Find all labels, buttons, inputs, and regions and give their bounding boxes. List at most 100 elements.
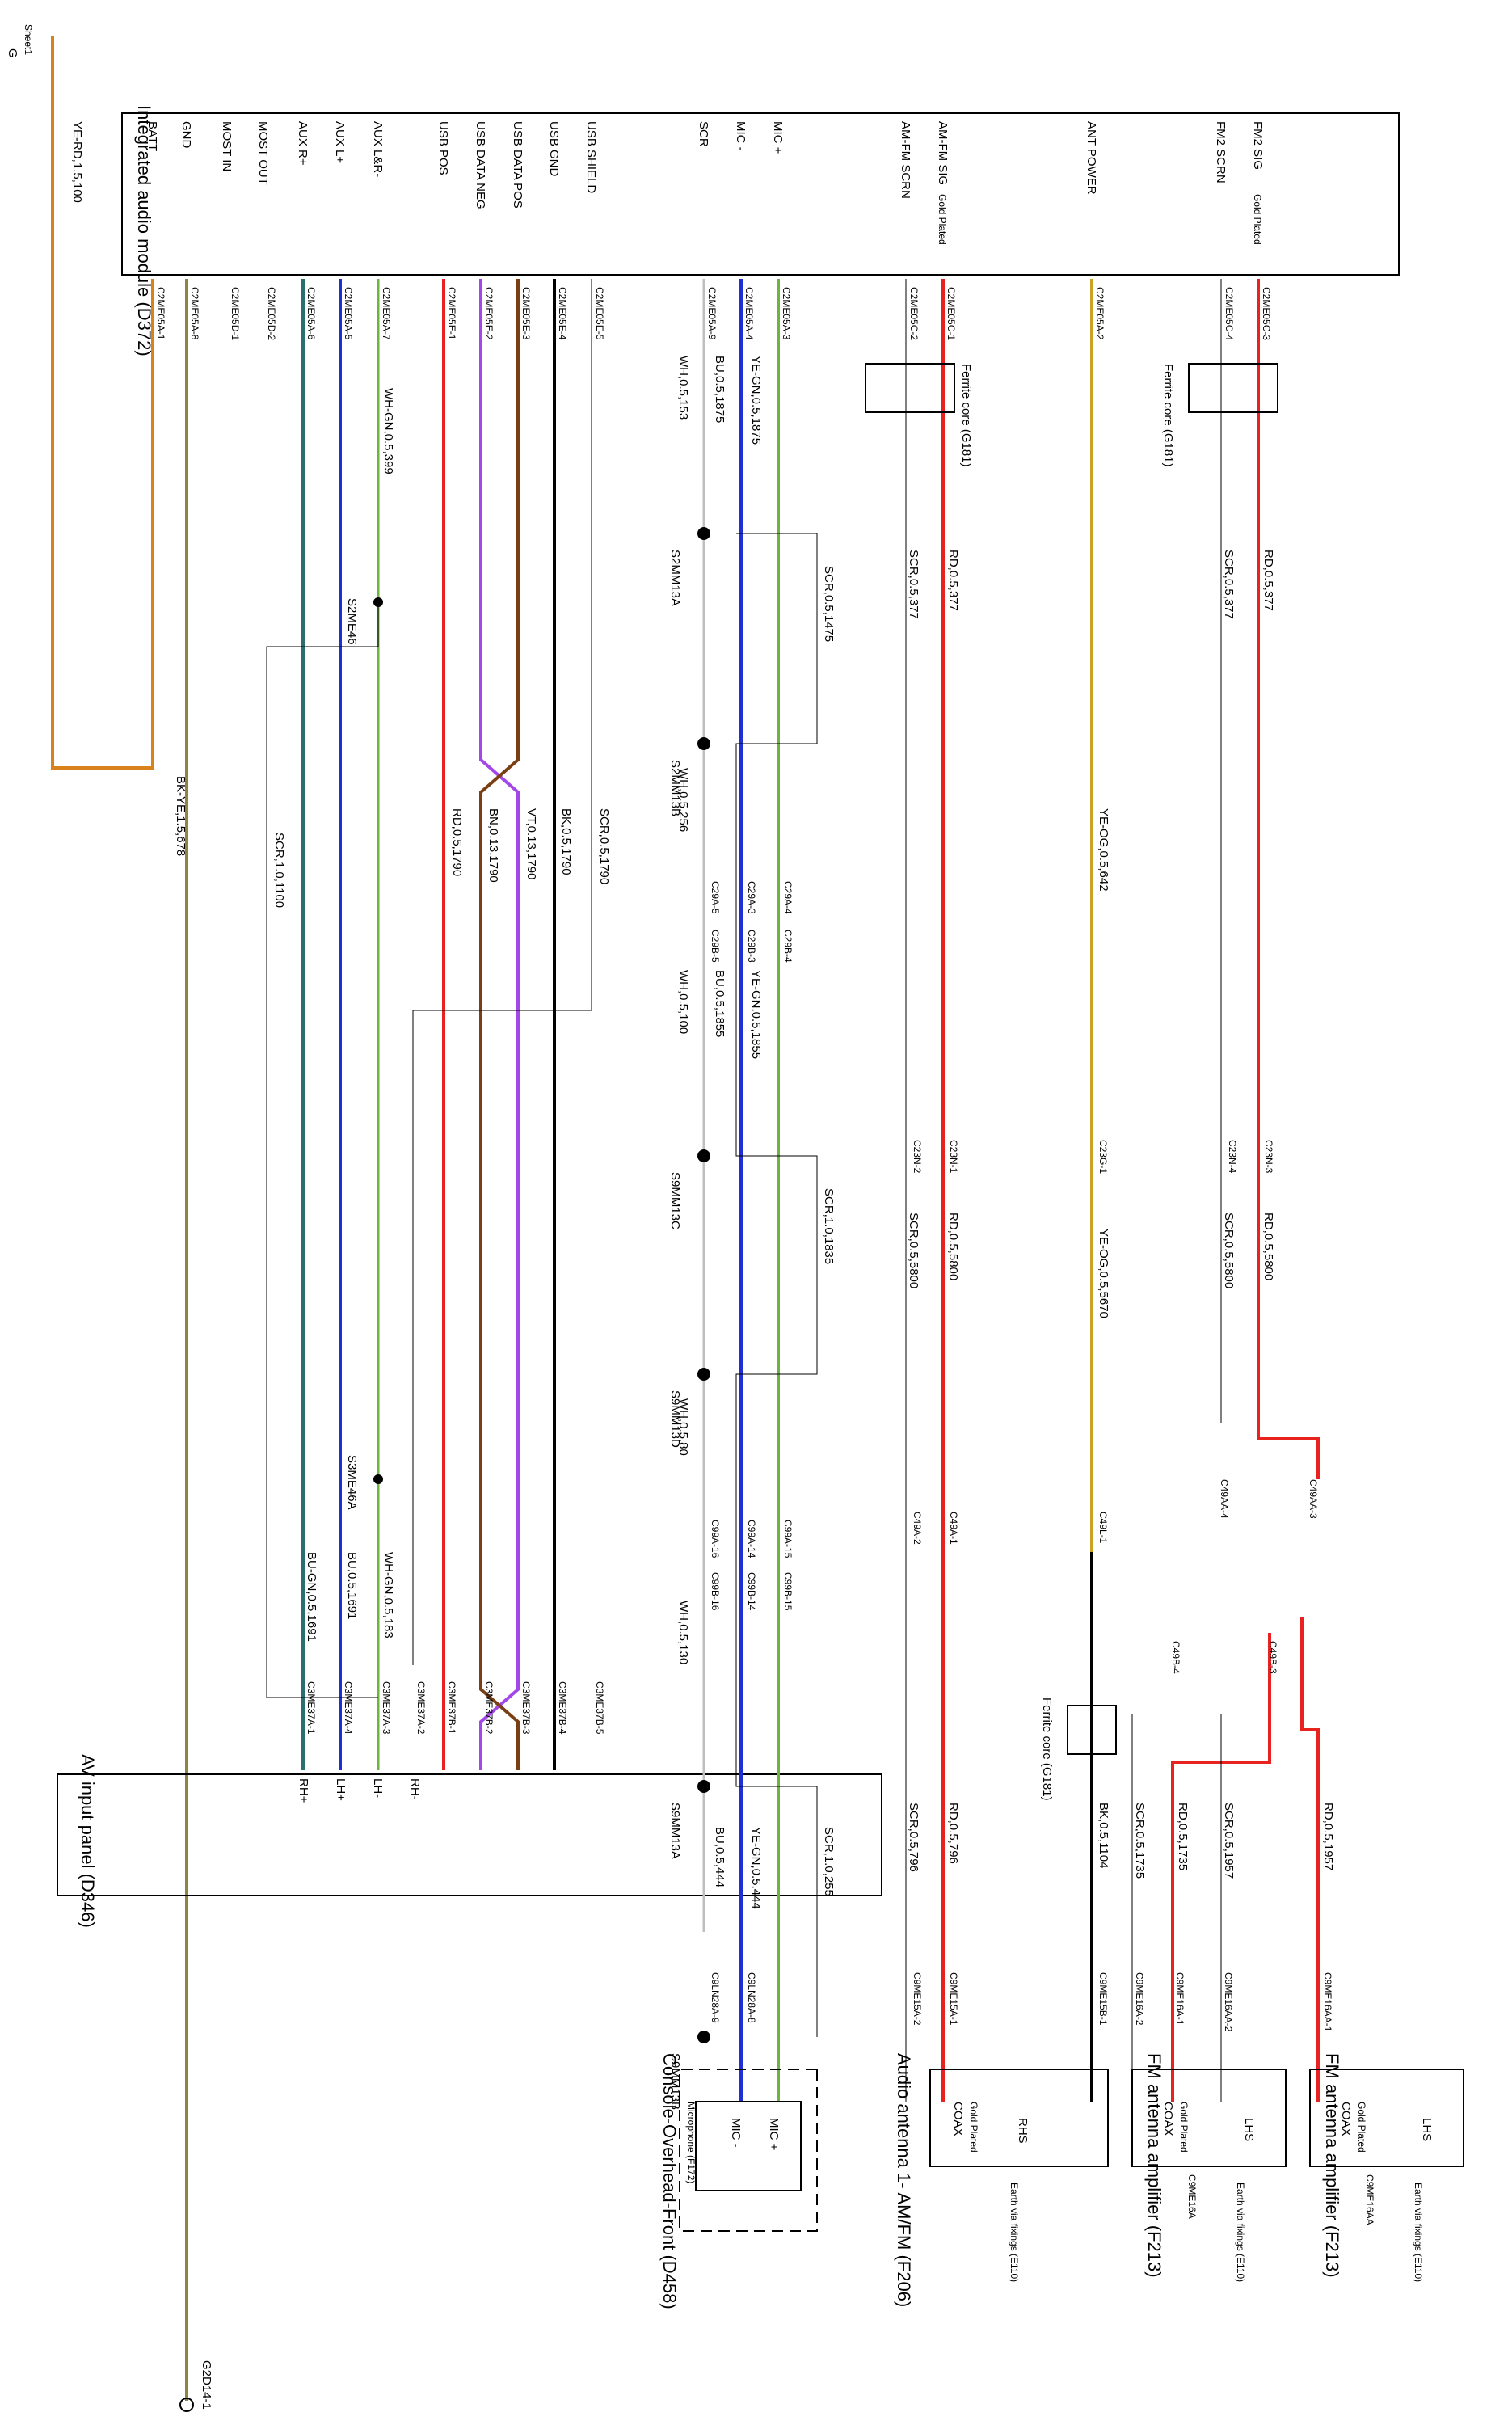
- c99-b16: C99B-16: [710, 1572, 721, 1611]
- iam-pin-name: GND: [179, 121, 193, 149]
- antenna1-gold: Gold Plated: [968, 2102, 979, 2153]
- wh130-label: WH,0.5,130: [676, 1600, 690, 1664]
- c29-a4: C29A-4: [782, 881, 794, 914]
- usb-shield-label: SCR,0.5,1790: [597, 808, 611, 884]
- iam-pin-connector: C2ME05C-2: [908, 287, 920, 340]
- splice-13a-label: S2MM13A: [668, 550, 682, 606]
- wh256-label: WH,0.5,256: [676, 768, 690, 832]
- ant-pwr2-label: YE-OG,0.5,5670: [1097, 1229, 1110, 1318]
- iam-pin-connector: C2ME05E-4: [557, 287, 568, 340]
- splice-aux2-label: S3ME46A: [345, 1455, 359, 1510]
- wire-usb-dpos: [479, 279, 520, 1770]
- fmB-scr-label: SCR,0.5,1957: [1222, 1803, 1236, 1879]
- scr1835-label: SCR,1.0,1835: [822, 1188, 836, 1264]
- c29-b5: C29B-5: [710, 930, 721, 963]
- iam-pin-connector: C2ME05E-2: [483, 287, 495, 340]
- bu1855-label: BU,0.5,1855: [713, 970, 727, 1037]
- iam-pin-name: SCR: [697, 121, 710, 147]
- mic-neg-label: BU,0.5,1875: [713, 356, 727, 423]
- c99-b15: C99B-15: [782, 1572, 794, 1611]
- antenna1-box: [929, 2069, 1109, 2167]
- c23-n1: C23N-1: [948, 1140, 959, 1174]
- av-lh-plus: LH+: [334, 1778, 347, 1801]
- splice-9b-label: S9MM13B: [668, 2053, 682, 2110]
- splice-13c: [697, 1149, 710, 1162]
- yegn444-label: YE-GN,0.5,444: [749, 1827, 763, 1909]
- ampB-earth: Earth via fixings (E110): [1413, 2182, 1424, 2282]
- amfm-sig2-label: RD,0.5,5800: [946, 1212, 960, 1280]
- console-pin-8: C9LN28A-8: [746, 1972, 757, 2023]
- c29-a3: C29A-3: [746, 881, 757, 914]
- iam-pin-connector: C2ME05A-6: [305, 287, 317, 340]
- wh100-label: WH,0.5,100: [676, 970, 690, 1034]
- c99-a14: C99A-14: [746, 1520, 757, 1558]
- iam-pin-name: USB SHIELD: [584, 121, 598, 193]
- antenna1-title: Audio antenna 1- AM/FM (F206): [894, 2053, 914, 2307]
- av-panel-pin: C3ME37B-5: [594, 1681, 605, 1735]
- ampA-title: FM antenna amplifier (F213): [1144, 2053, 1165, 2278]
- ampA-conn: C9ME16A: [1186, 2174, 1198, 2219]
- ant-gnd-label: BK,0.5,1104: [1097, 1803, 1110, 1868]
- scr255-label: SCR,1.0,255: [822, 1827, 836, 1896]
- av-panel-pin: C3ME37A-4: [343, 1681, 354, 1735]
- scr-mic-b-label: SCR,0.5,1475: [822, 566, 836, 642]
- splice-13c-label: S9MM13C: [668, 1172, 682, 1229]
- ampB-gold: Gold Plated: [1356, 2102, 1367, 2153]
- ground-label: G2D14-1: [200, 2360, 213, 2410]
- iam-pin-note: Gold Plated: [937, 194, 948, 245]
- iam-pin-name: AUX L+: [333, 121, 347, 163]
- amfm-scr3-label: SCR,0.5,796: [907, 1803, 920, 1872]
- av-panel-pin: C3ME37A-1: [305, 1681, 317, 1735]
- splice-aux-label: S2ME46: [345, 598, 359, 645]
- amfm-sig-label: RD,0.5,377: [946, 550, 960, 611]
- sheet-connector: G: [6, 48, 19, 58]
- antenna1-earth: Earth via fixings (E110): [1009, 2182, 1020, 2282]
- iam-pin-name: USB DATA NEG: [474, 121, 487, 209]
- aux-r-label: BU-GN,0.5,1691: [305, 1552, 318, 1642]
- ampB-pin1: C9ME16AA-1: [1322, 1972, 1333, 2032]
- ferrite-3: [1067, 1705, 1117, 1755]
- iam-pin-connector: C2ME05D-1: [230, 287, 241, 340]
- c49aa-3: C49AA-3: [1308, 1479, 1319, 1519]
- usb-neg-label: BN,0.13,1790: [486, 808, 500, 883]
- sheet-ref: Sheet1: [23, 24, 34, 55]
- c29-b4: C29B-4: [782, 930, 794, 963]
- c49-l1: C49L-1: [1097, 1512, 1109, 1544]
- wire-fmB-sig: [1300, 1617, 1320, 2102]
- batt-wire-label: YE-RD,1.5,100: [70, 121, 84, 203]
- fm2-scr2-label: SCR,0.5,5800: [1222, 1212, 1236, 1288]
- scr-aux-label: SCR,1.0,1100: [272, 833, 286, 908]
- antenna1-coax: COAX: [951, 2102, 965, 2136]
- ampB-title: FM antenna amplifier (F213): [1322, 2053, 1342, 2278]
- iam-pin-connector: C2ME05D-2: [266, 287, 277, 340]
- iam-box: [121, 112, 1400, 276]
- console-title: Console-Overhead-Front (D458): [659, 2053, 680, 2309]
- iam-pin-name: AM-FM SIG: [936, 121, 950, 185]
- aux-lr-src-label: WH-GN,0.5,399: [381, 388, 395, 474]
- av-panel-title: AV input panel (D346): [78, 1754, 98, 1928]
- splice-13b: [697, 737, 710, 750]
- ferrite-2-label: Ferrite core (G181): [1161, 364, 1175, 467]
- usb-dpos-label: VT,0.13,1790: [524, 808, 538, 879]
- ampB-conn: C9ME16AA: [1364, 2174, 1375, 2225]
- wire-batt: [51, 36, 154, 770]
- fmB-sig-label: RD,0.5,1957: [1321, 1803, 1335, 1870]
- splice-13b-label: S2MM13B: [668, 760, 682, 816]
- iam-pin-connector: C2ME05E-5: [594, 287, 605, 340]
- antenna1-pinB: C9ME15B-1: [1097, 1972, 1109, 2026]
- mic-pos-pin: MIC +: [767, 2118, 781, 2151]
- av-rh-plus: RH+: [297, 1778, 310, 1803]
- ampA-coax: COAX: [1161, 2102, 1175, 2136]
- c99-b14: C99B-14: [746, 1572, 757, 1611]
- c49-a1: C49A-1: [948, 1512, 959, 1545]
- iam-pin-name: USB GND: [547, 121, 561, 177]
- ferrite-1-label: Ferrite core (G181): [959, 364, 973, 467]
- wire-scr-mic-b: [735, 533, 818, 2037]
- iam-pin-connector: C2ME05C-3: [1261, 287, 1272, 340]
- iam-pin-connector: C2ME05A-8: [189, 287, 200, 340]
- ferrite-1: [865, 363, 955, 413]
- av-panel-pin: C3ME37B-1: [446, 1681, 457, 1735]
- iam-pin-name: BATT: [145, 121, 159, 151]
- splice-9a-label: S9MM13A: [668, 1803, 682, 1859]
- av-panel-pin: C3ME37B-3: [520, 1681, 532, 1735]
